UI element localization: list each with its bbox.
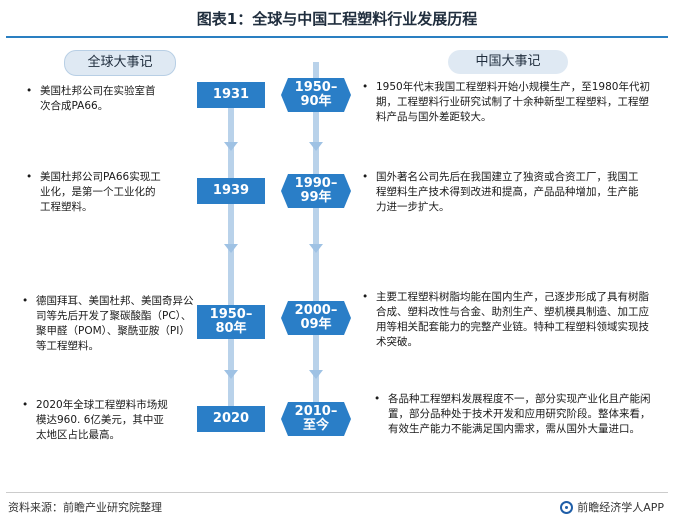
- global-event-item: • 德国拜耳、美国杜邦、美国奇异公司等先后开发了聚碳酸酯（PC）、聚甲醛（POM…: [22, 294, 194, 354]
- global-year-1939: 1939: [197, 178, 265, 204]
- page-title: 图表1：全球与中国工程塑料行业发展历程: [196, 10, 478, 28]
- bullet: •: [22, 295, 29, 307]
- china-arrow-icon: [309, 142, 323, 151]
- global-header: 全球大事记: [64, 50, 176, 76]
- china-arrow-icon: [309, 370, 323, 379]
- global-arrow-icon: [224, 244, 238, 253]
- china-event-text: 各品种工程塑料发展程度不一，部分实现产业化且产能闲置，部分品种处于技术开发和应用…: [388, 393, 651, 435]
- china-event-item: • 各品种工程塑料发展程度不一，部分实现产业化且产能闲置，部分品种处于技术开发和…: [374, 392, 660, 437]
- footer-divider: [6, 492, 668, 493]
- bullet: •: [26, 85, 33, 97]
- china-event-text: 主要工程塑料树脂均能在国内生产，己逐步形成了具有树脂合成、塑料改性与合金、助剂生…: [376, 291, 649, 348]
- global-year-2020: 2020: [197, 406, 265, 432]
- global-event-item: • 美国杜邦公司PA66实现工业化，是第一个工业化的工程塑料。: [26, 170, 165, 215]
- china-year-2000-09: 2000– 09年: [281, 301, 351, 335]
- global-event-item: • 美国杜邦公司在实验室首次合成PA66。: [26, 84, 165, 114]
- global-event-text: 德国拜耳、美国杜邦、美国奇异公司等先后开发了聚碳酸酯（PC）、聚甲醛（POM）、…: [36, 295, 194, 352]
- global-event-text: 美国杜邦公司PA66实现工业化，是第一个工业化的工程塑料。: [40, 171, 161, 213]
- china-event-text: 1950年代末我国工程塑料开始小规模生产，至1980年代初期，工程塑料行业研究试…: [376, 81, 650, 123]
- bullet: •: [22, 399, 29, 411]
- china-year-1950-90: 1950– 90年: [281, 78, 351, 112]
- china-event-item: • 1950年代末我国工程塑料开始小规模生产，至1980年代初期，工程塑料行业研…: [362, 80, 658, 125]
- global-event-item: • 2020年全球工程塑料市场规模达960. 6亿美元，其中亚太地区占比最高。: [22, 398, 171, 443]
- brand-name: 前瞻经济学人APP: [577, 501, 664, 514]
- bullet: •: [26, 171, 33, 183]
- global-year-1950-80: 1950– 80年: [197, 305, 265, 339]
- global-arrow-icon: [224, 370, 238, 379]
- china-arrow-icon: [309, 244, 323, 253]
- china-event-text: 国外著名公司先后在我国建立了独资或合资工厂，我国工程塑料生产技术得到改进和提高，…: [376, 171, 639, 213]
- china-year-1990-99: 1990– 99年: [281, 174, 351, 208]
- title-divider: [6, 36, 668, 38]
- brand-credit: 前瞻经济学人APP: [560, 499, 664, 515]
- global-event-text: 美国杜邦公司在实验室首次合成PA66。: [40, 85, 156, 112]
- source-note: 资料来源：前瞻产业研究院整理: [8, 501, 162, 514]
- china-event-item: • 主要工程塑料树脂均能在国内生产，己逐步形成了具有树脂合成、塑料改性与合金、助…: [362, 290, 658, 350]
- bullet: •: [362, 291, 369, 303]
- global-event-text: 2020年全球工程塑料市场规模达960. 6亿美元，其中亚太地区占比最高。: [36, 399, 168, 441]
- global-arrow-icon: [224, 142, 238, 151]
- china-event-item: • 国外著名公司先后在我国建立了独资或合资工厂，我国工程塑料生产技术得到改进和提…: [362, 170, 644, 215]
- china-timeline-rail: [313, 62, 319, 424]
- brand-logo-icon: [560, 500, 574, 514]
- bullet: •: [374, 393, 381, 405]
- global-year-1931: 1931: [197, 82, 265, 108]
- china-year-2010-now: 2010– 至今: [281, 402, 351, 436]
- china-header: 中国大事记: [448, 50, 568, 74]
- bullet: •: [362, 81, 369, 93]
- bullet: •: [362, 171, 369, 183]
